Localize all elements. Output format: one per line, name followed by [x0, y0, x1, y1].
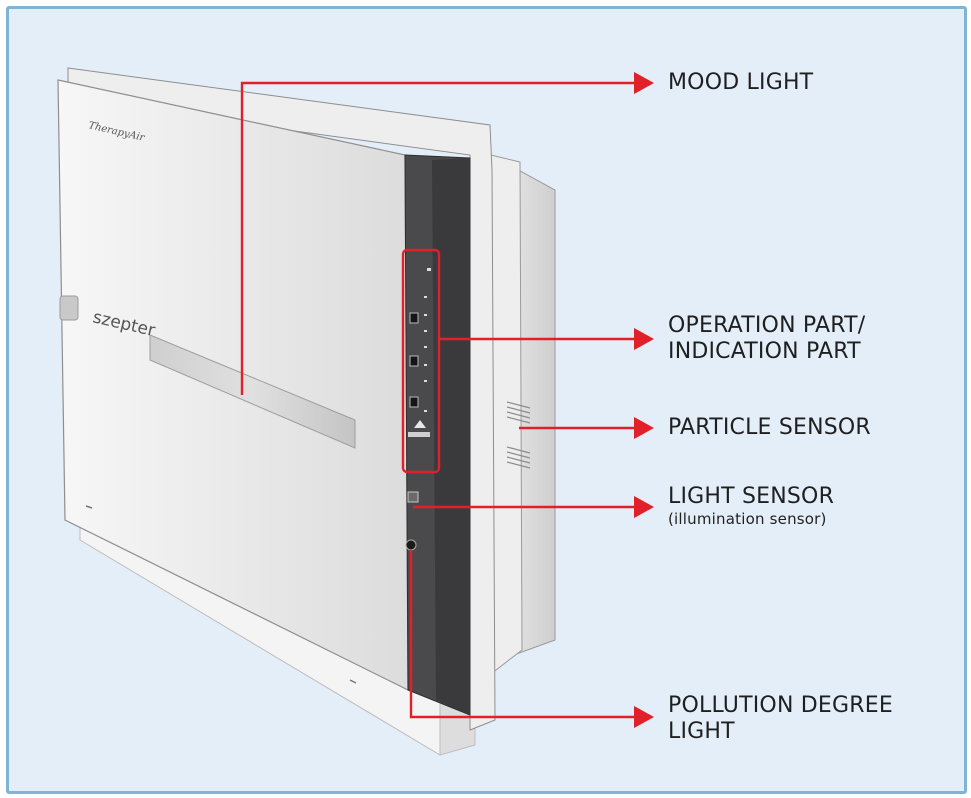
- operation-part-line1: OPERATION PART/: [668, 313, 866, 338]
- operation-part-label: OPERATION PART/ INDICATION PART: [668, 313, 865, 365]
- pollution-light-label: POLLUTION DEGREE LIGHT: [668, 693, 893, 745]
- power-bar: [408, 432, 430, 437]
- timer-button: [409, 396, 419, 408]
- pollution-light-dot: [405, 539, 417, 551]
- particle-sensor-label: PARTICLE SENSOR: [668, 415, 871, 441]
- operation-part-line2: INDICATION PART: [668, 339, 861, 364]
- light-sensor-label: LIGHT SENSOR (illumination sensor): [668, 484, 834, 528]
- mood-light-label: MOOD LIGHT: [668, 70, 813, 96]
- light-sensor-subtext: (illumination sensor): [668, 510, 827, 528]
- arrow-particle-sensor: [634, 417, 654, 439]
- front-panel: [57, 79, 409, 691]
- operation-part-box: [401, 248, 441, 474]
- pollution-light-line2: LIGHT: [668, 719, 735, 744]
- pollution-light-leader: [409, 550, 638, 719]
- light-sensor-window: [407, 491, 419, 503]
- arrow-operation-part: [634, 328, 654, 350]
- mood-light-text: MOOD LIGHT: [668, 70, 814, 95]
- up-arrow-icon: [414, 420, 426, 428]
- pollution-light-line1: POLLUTION DEGREE: [668, 693, 893, 718]
- arrow-pollution-light: [634, 706, 654, 728]
- arrow-mood-light: [634, 72, 654, 94]
- fan-button: [409, 355, 419, 367]
- callout-lines: [240, 81, 638, 719]
- light-sensor-text: LIGHT SENSOR: [668, 484, 835, 509]
- callout-arrowheads: [634, 72, 654, 728]
- mood-light-leader: [240, 81, 638, 395]
- particle-sensor-text: PARTICLE SENSOR: [668, 415, 871, 440]
- side-tab: [59, 295, 79, 321]
- arrow-light-sensor: [634, 496, 654, 518]
- control-column: [404, 154, 471, 716]
- mood-light-strip: [149, 334, 356, 449]
- mode-button: [409, 312, 419, 324]
